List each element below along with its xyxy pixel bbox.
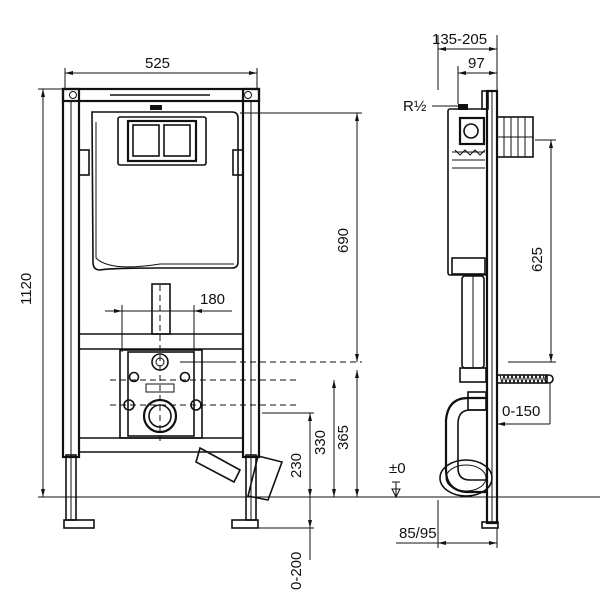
dim-97: 97 <box>457 55 497 104</box>
dim-525: 525 <box>64 55 258 88</box>
dim-0-200-label: 0-200 <box>288 552 305 590</box>
floor-level-label: ±0 <box>389 460 406 477</box>
dim-625: 625 <box>508 139 556 363</box>
frame <box>61 87 261 459</box>
side-threaded-rod <box>496 374 554 384</box>
dim-0-150-label: 0-150 <box>502 403 540 420</box>
front-view <box>38 87 600 529</box>
dim-690-label: 690 <box>335 228 352 253</box>
dim-230: 230 <box>262 412 314 497</box>
cistern <box>91 105 239 335</box>
side-bracket <box>496 116 534 158</box>
side-flush-pipe <box>459 275 487 383</box>
side-drain-bend <box>439 391 493 497</box>
dim-135-205-label: 135-205 <box>432 31 487 48</box>
dim-1120-label: 1120 <box>18 273 35 305</box>
dim-180-label: 180 <box>200 291 225 308</box>
dim-0-150: 0-150 <box>497 383 551 426</box>
dim-85-95-label: 85/95 <box>399 525 437 542</box>
frame-feet <box>63 454 259 529</box>
dim-180: 180 <box>105 291 232 313</box>
dim-0-200: 0-200 <box>256 497 314 590</box>
dim-330: 330 <box>312 380 336 497</box>
dim-690: 690 <box>240 112 362 362</box>
thread-label-text: R½ <box>403 98 427 115</box>
dim-625-label: 625 <box>529 247 546 272</box>
dim-97-label: 97 <box>468 55 485 72</box>
support-area <box>79 333 284 501</box>
dim-525-label: 525 <box>145 55 170 72</box>
side-view <box>439 89 554 529</box>
dim-135-205: 135-205 <box>432 31 498 90</box>
dim-230-label: 230 <box>288 453 305 478</box>
dim-365-label: 365 <box>335 425 352 450</box>
dim-330-label: 330 <box>312 430 329 455</box>
floor-level-marker: ±0 <box>389 460 406 499</box>
dim-1120: 1120 <box>18 88 62 497</box>
side-cistern <box>447 90 489 276</box>
dim-365: 365 <box>335 370 359 497</box>
thread-label: R½ <box>403 98 460 115</box>
dim-85-95: 85/95 <box>396 500 498 548</box>
